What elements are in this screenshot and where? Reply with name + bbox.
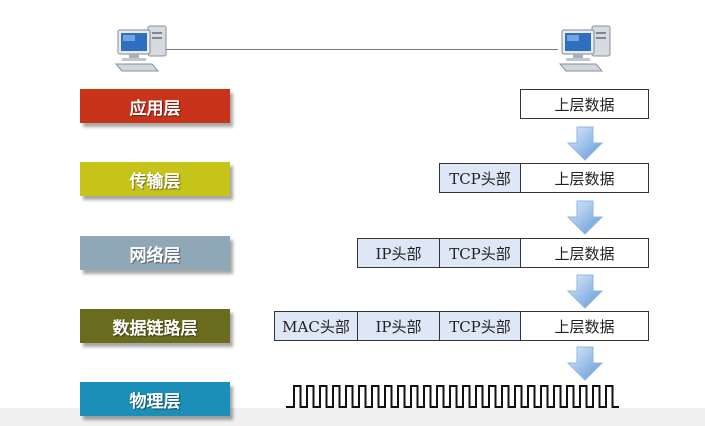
layer-physical: 物理层 (80, 382, 230, 416)
segment-label: 上层数据 (554, 95, 615, 114)
segment-label: TCP头部 (449, 169, 511, 188)
layer-data-link: 数据链路层 (80, 309, 230, 343)
segment-label: IP头部 (375, 244, 422, 263)
segment-label: 上层数据 (554, 317, 615, 336)
layer-label: 数据链路层 (112, 318, 198, 339)
down-arrow-icon (566, 126, 604, 162)
tcp-header-segment: TCP头部 (439, 163, 521, 193)
down-arrow-icon (566, 346, 604, 382)
down-arrow-icon (566, 200, 604, 236)
payload-segment: 上层数据 (520, 311, 649, 341)
payload-segment: 上层数据 (520, 89, 649, 119)
tcp-header-segment: TCP头部 (439, 311, 521, 341)
square-wave-signal (286, 381, 620, 411)
network-link-line (160, 49, 558, 50)
ip-header-segment: IP头部 (357, 311, 440, 341)
layer-label: 传输层 (129, 171, 181, 192)
layer-transport: 传输层 (80, 162, 230, 196)
ip-header-segment: IP头部 (357, 238, 440, 268)
layer-label: 网络层 (129, 245, 181, 266)
segment-label: TCP头部 (449, 317, 511, 336)
segment-label: MAC头部 (282, 317, 350, 336)
segment-label: 上层数据 (554, 169, 615, 188)
segment-label: IP头部 (375, 317, 422, 336)
segment-label: 上层数据 (554, 244, 615, 263)
layer-application: 应用层 (80, 89, 230, 123)
segment-label: TCP头部 (449, 244, 511, 263)
layer-label: 物理层 (129, 391, 181, 412)
payload-segment: 上层数据 (520, 238, 649, 268)
computer-icon (556, 20, 614, 76)
tcp-header-segment: TCP头部 (439, 238, 521, 268)
down-arrow-icon (566, 274, 604, 310)
payload-segment: 上层数据 (520, 163, 649, 193)
layer-network: 网络层 (80, 236, 230, 270)
computer-icon (112, 20, 170, 76)
mac-header-segment: MAC头部 (274, 311, 358, 341)
layer-label: 应用层 (129, 98, 181, 119)
